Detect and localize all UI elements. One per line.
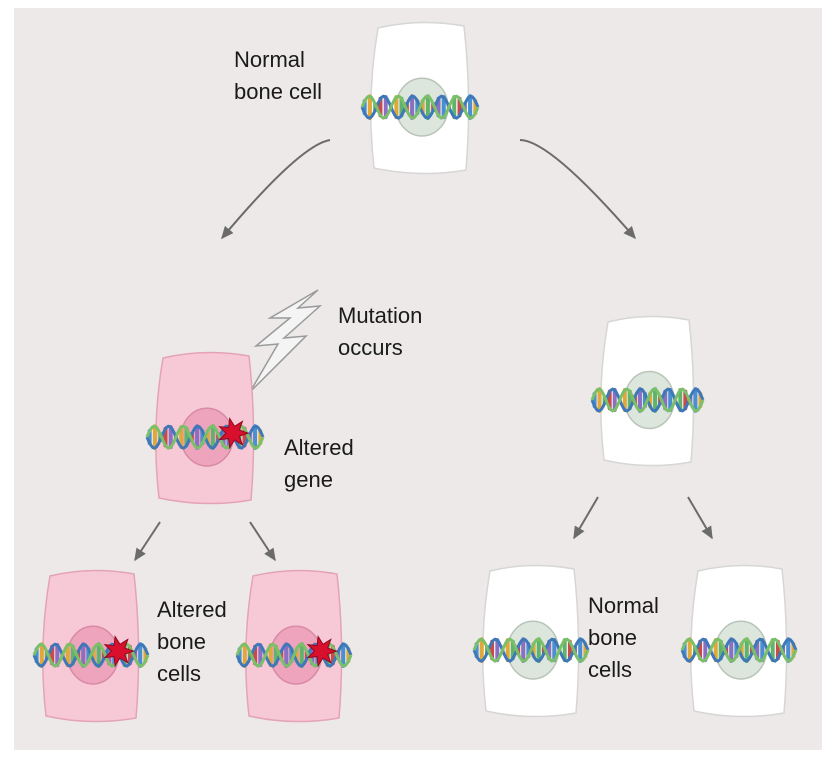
cell-altered-bottom-right [235,569,353,723]
cell-altered-bottom-left [32,569,150,723]
cell-normal-bottom-left [472,564,590,718]
dna-helix-icon [360,94,480,121]
lightning-bolt-icon [249,289,323,393]
arrow-normal-to-bottom-right [687,496,713,540]
arrow-top-to-left [221,139,331,240]
cell-normal-middle [590,315,705,467]
mutation-mark-icon [103,635,135,668]
label-normal-bone-cell-top: Normal bone cell [234,47,323,104]
label-altered-gene: Altered gene [284,435,354,492]
label-altered-bone-cells: Altered bone cells [157,597,227,686]
cell-altered-middle [145,351,265,505]
cell-normal-bottom-right [680,564,798,718]
arrow-top-to-right [519,139,636,240]
arrow-altered-to-bottom-left [134,521,161,562]
label-mutation-occurs: Mutation occurs [338,303,423,360]
dna-helix-icon [145,424,265,451]
label-normal-bone-cells: Normal bone cells [588,593,659,682]
arrow-altered-to-bottom-right [249,521,276,562]
dna-helix-icon [590,387,705,413]
mutation-mark-icon [218,417,250,450]
cell-normal-top [360,21,480,175]
arrow-normal-to-bottom-left [573,496,599,540]
dna-helix-icon [680,637,798,664]
dna-helix-icon [472,637,590,664]
mutation-mark-icon [306,635,338,668]
